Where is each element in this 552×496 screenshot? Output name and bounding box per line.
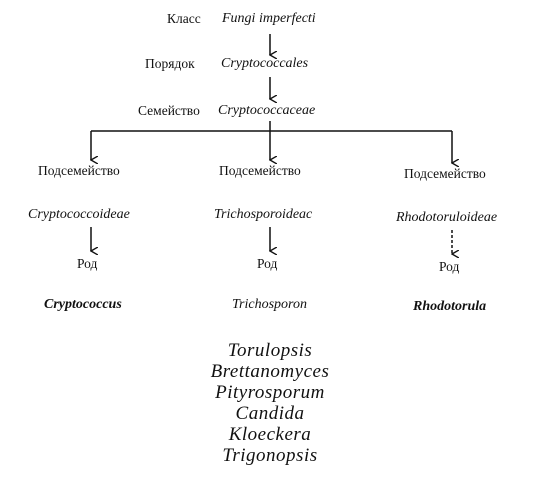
subfamily-1-name: Cryptococcoideae [28, 207, 130, 222]
genus-pityrosporum: Pityrosporum [215, 382, 325, 403]
order-name: Cryptococcales [221, 56, 309, 71]
genus-trigonopsis: Trigonopsis [222, 445, 318, 466]
subfamily-2-name: Trichosporoideac [214, 207, 313, 222]
subfamily-3-name: Rhodotoruloideae [396, 210, 498, 225]
class-name: Fungi imperfecti [222, 11, 316, 26]
subfamily-1-genus-label: Род [77, 256, 98, 271]
genus-brettanomyces: Brettanomyces [210, 361, 330, 382]
subfamily-3-label: Подсемейство [404, 166, 486, 181]
order-label: Порядок [145, 56, 195, 71]
genus-torulopsis: Torulopsis [227, 340, 313, 361]
other-genera-list: Torulopsis Brettanomyces Pityrosporum Ca… [150, 340, 390, 466]
subfamily-1-genus: Cryptococcus [44, 297, 122, 312]
class-label: Класс [167, 11, 201, 26]
subfamily-2-label: Подсемейство [219, 163, 301, 178]
subfamily-2-genus-label: Род [257, 256, 278, 271]
family-label: Семейство [138, 103, 200, 118]
subfamily-3-genus: Rhodotorula [413, 299, 487, 314]
family-name: Cryptococcaceae [218, 103, 316, 118]
subfamily-3-genus-label: Род [439, 259, 460, 274]
subfamily-1-label: Подсемейство [38, 163, 120, 178]
genus-candida: Candida [235, 403, 305, 424]
genus-kloeckera: Kloeckera [228, 424, 312, 445]
subfamily-2-genus: Trichosporon [232, 297, 307, 312]
